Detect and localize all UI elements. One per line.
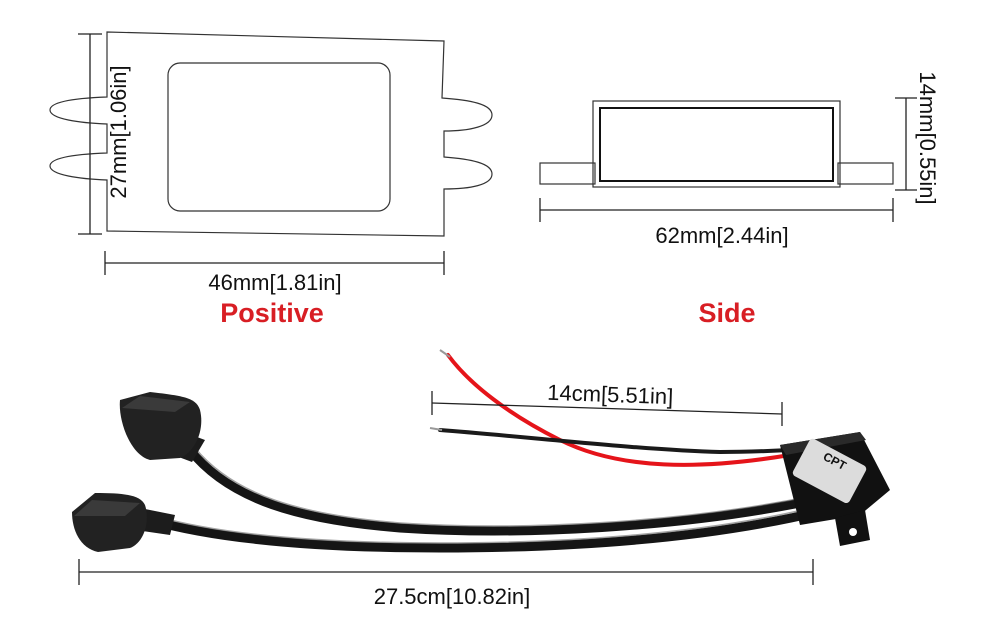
wire-length-dim-line: [431, 402, 783, 415]
usb-cable-lower: [145, 507, 823, 553]
module-label: CPT: [792, 438, 867, 504]
side-view-title: Side: [698, 298, 755, 328]
side-right-flange: [837, 162, 894, 185]
wire-length-label: 14cm[5.51in]: [547, 380, 674, 409]
positive-height-label: 27mm[1.06in]: [106, 65, 131, 198]
usb-connector-upper: [119, 392, 205, 462]
module-label-plate: [792, 438, 867, 504]
side-width-label: 62mm[2.44in]: [655, 223, 788, 248]
black-wire: [438, 428, 792, 455]
red-wire-tip: [439, 349, 451, 358]
positive-view-title: Positive: [220, 298, 324, 328]
side-height-label: 14mm[0.55in]: [915, 71, 940, 204]
positive-view: 27mm[1.06in] 46mm[1.81in] Positive: [49, 31, 493, 328]
module-mount-hole: [849, 528, 857, 536]
product-photo: CPT 14cm[5.51in] 27.5cm[10.82in]: [72, 349, 890, 609]
module-mount-tab: [835, 510, 870, 546]
converter-module: CPT: [780, 432, 890, 546]
usb-plug-face-upper: [122, 396, 190, 412]
positive-label-area: [167, 62, 391, 212]
red-wire: [446, 353, 792, 467]
total-length-label: 27.5cm[10.82in]: [374, 584, 531, 609]
usb-cable-lower-highlight: [154, 506, 816, 544]
usb-cable-upper-highlight: [194, 447, 813, 527]
side-left-flange: [539, 162, 596, 185]
side-view: 62mm[2.44in] 14mm[0.55in] Side: [539, 71, 940, 328]
black-wire-tip: [429, 427, 443, 431]
usb-plug-face-lower: [74, 500, 140, 516]
positive-outline: [49, 31, 493, 237]
positive-width-label: 46mm[1.81in]: [208, 270, 341, 295]
usb-cable-upper: [185, 445, 820, 536]
usb-connector-lower: [72, 493, 175, 552]
side-body-inner: [599, 107, 834, 182]
side-body-outer: [592, 100, 841, 188]
module-top-face: [780, 432, 866, 455]
